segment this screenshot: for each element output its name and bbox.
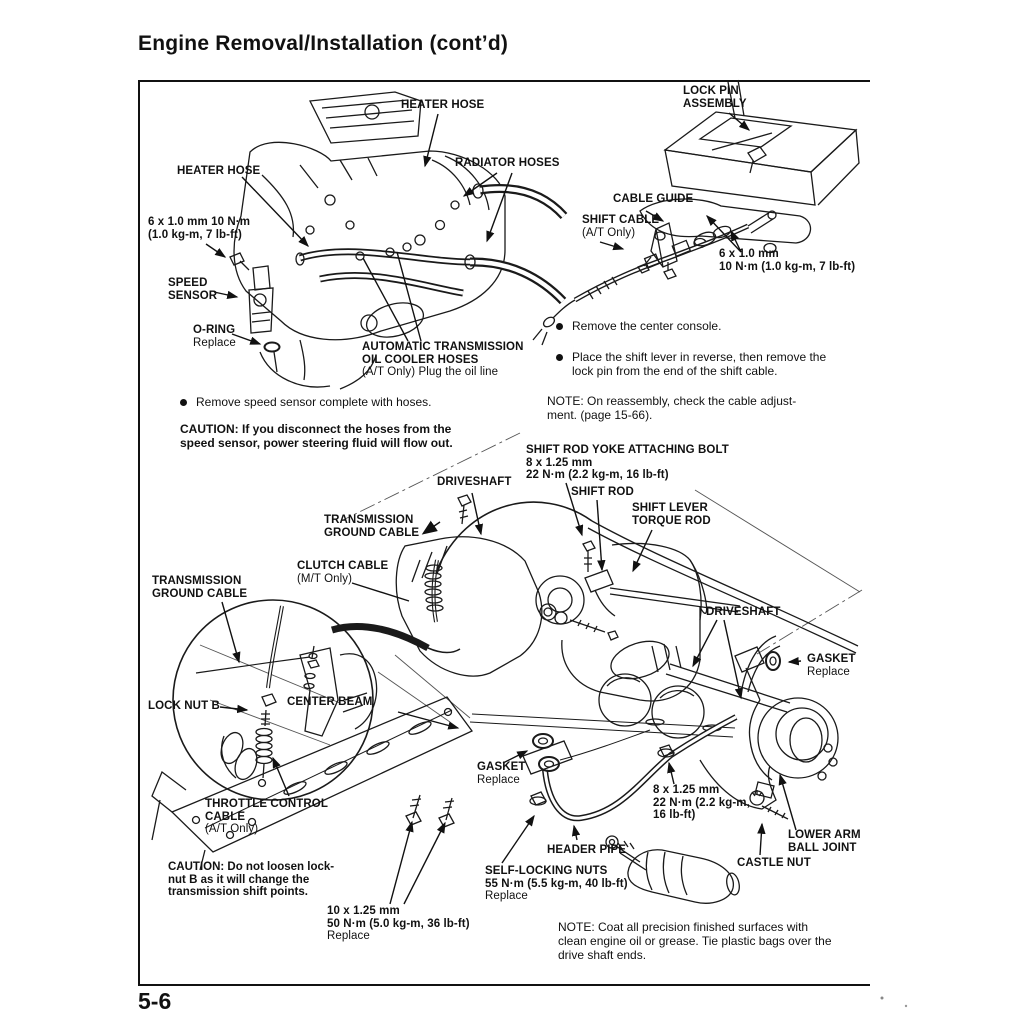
label-shift-cable: SHIFT CABLE (A/T Only) [582,214,660,239]
label-at-oil-cooler-hoses: AUTOMATIC TRANSMISSION OIL COOLER HOSES … [362,341,524,378]
bullet-remove-center-console: Remove the center console. [556,319,721,333]
label-header-pipe: HEADER PIPE [547,844,627,856]
label-gasket-center: GASKET Replace [477,761,526,786]
label-bolt-spec-right: 8 x 1.25 mm 22 N·m (2.2 kg-m, 16 lb-ft) [653,784,750,821]
label-castle-nut: CASTLE NUT [737,857,811,869]
caution-speed-sensor: CAUTION: If you disconnect the hoses fro… [180,422,453,450]
page-title: Engine Removal/Installation (cont’d) [138,32,509,55]
label-driveshaft-mid: DRIVESHAFT [437,476,512,488]
label-bolt-spec-fig1: 6 x 1.0 mm 10 N·m (1.0 kg-m, 7 lb-ft) [148,216,251,241]
bullet-dot [180,399,187,406]
label-gasket-right: GASKET Replace [807,653,856,678]
label-bolt-spec-beam: 10 x 1.25 mm 50 N·m (5.0 kg-m, 36 lb-ft)… [327,905,470,942]
page-border [138,80,870,986]
label-shift-rod: SHIFT ROD [571,486,634,498]
label-center-beam: CENTER BEAM [287,696,373,708]
bullet-place-shift-lever: Place the shift lever in reverse, then r… [556,350,826,378]
label-throttle-control-cable: THROTTLE CONTROL CABLE (A/T Only) [205,798,328,835]
label-cable-guide: CABLE GUIDE [613,193,694,205]
label-trans-ground-cable-upper: TRANSMISSION GROUND CABLE [324,514,420,539]
label-radiator-hoses: RADIATOR HOSES [455,157,560,169]
label-lock-nut-b: LOCK NUT B [148,700,220,712]
label-bolt-spec-fig2: 6 x 1.0 mm 10 N·m (1.0 kg-m, 7 lb-ft) [719,248,856,273]
label-heater-hose-top: HEATER HOSE [401,99,485,111]
label-self-locking-nuts: SELF-LOCKING NUTS 55 N·m (5.5 kg-m, 40 l… [485,865,628,902]
label-lock-pin-assembly: LOCK PIN ASSEMBLY [683,85,747,110]
label-speed-sensor: SPEED SENSOR [168,277,218,302]
label-trans-ground-cable-left: TRANSMISSION GROUND CABLE [152,575,248,600]
note-cable-adjustment: NOTE: On reassembly, check the cable adj… [547,394,797,422]
bullet-dot [556,354,563,361]
label-driveshaft-right: DRIVESHAFT [706,606,781,618]
label-shift-rod-yoke-bolt: SHIFT ROD YOKE ATTACHING BOLT 8 x 1.25 m… [526,444,729,481]
bullet-remove-speed-sensor: Remove speed sensor complete with hoses. [180,395,431,409]
label-clutch-cable: CLUTCH CABLE (M/T Only) [297,560,389,585]
label-o-ring: O-RING Replace [193,324,236,349]
note-coat-surfaces: NOTE: Coat all precision finished surfac… [558,920,832,962]
label-lower-arm-ball-joint: LOWER ARM BALL JOINT [788,829,861,854]
bullet-dot [556,323,563,330]
caution-lock-nut-b: CAUTION: Do not loosen lock- nut B as it… [168,861,335,898]
label-shift-lever-torque-rod: SHIFT LEVER TORQUE ROD [632,502,711,527]
page-number: 5-6 [138,988,172,1014]
label-heater-hose-left: HEATER HOSE [177,165,261,177]
